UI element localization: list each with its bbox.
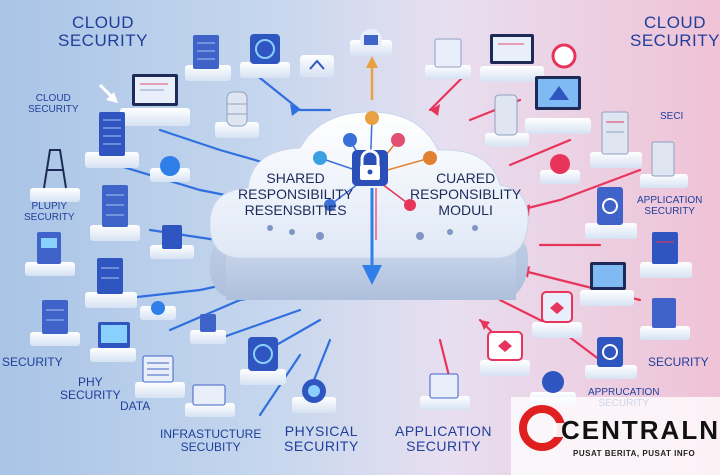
cloud-text-left: SHARED RESPONSIBILITY RESENSBITIES [238,170,354,219]
phy-security-label: PHY SECURITY [60,375,121,402]
application-security-label-right: APPLICATION SECURITY [637,195,703,217]
data-label: DATA [120,399,151,413]
application-security-label-bottom: APPLICATION SECURITY [395,423,493,454]
cloud-security-label-small: CLOUD SECURITY [28,93,79,115]
left-device-tiles [25,29,392,417]
top-arrows [98,56,378,103]
cloud-decor-dots [267,225,478,240]
security-label-right: SECURITY [648,355,709,369]
right-device-tiles [420,34,692,410]
security-label-left: SECURITY [2,355,63,369]
seci-label: SECI [660,111,684,122]
plupiy-security-label: PLUPIY SECURITY [24,201,75,223]
physical-security-label: PHYSICAL SECURITY [284,423,359,454]
brand-logo-icon [519,405,567,451]
padlock-icon [352,149,388,186]
infrastructure-security-label: INFRASTUCTURE SECUBITY [160,427,262,454]
cloud-text-right: CUARED RESPONSIBLITY MODULI [410,170,522,219]
brand-name: CENTRALNE [561,415,720,445]
cloud-security-label-left: CLOUD SECURITY [58,13,148,50]
brand-tagline: PUSAT BERITA, PUSAT INFO [573,449,696,458]
cloud-security-label-right: CLOUD SECURITY [630,13,720,50]
down-arrow [362,188,382,285]
brand-watermark: CENTRALNE PUSAT BERITA, PUSAT INFO [511,397,720,475]
